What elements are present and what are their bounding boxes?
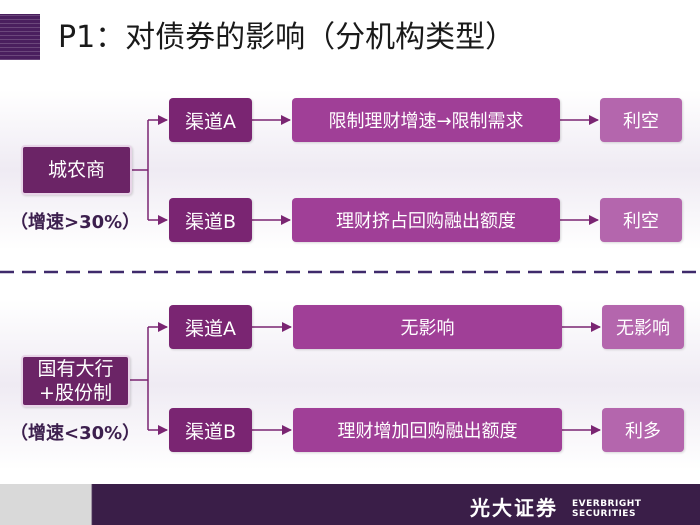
channel-b-box-upper: 渠道B [169,198,252,242]
outcome-label: 利空 [623,211,659,232]
growth-label-upper: （增速>30%） [10,212,141,233]
source-label-line1: 国有大行 [37,358,114,380]
outcome-label: 利空 [623,111,659,132]
footer-bar [0,484,700,525]
footer-brand-en: EVERBRIGHT SECURITIES [572,499,642,519]
mechanism-label: 限制理财增速→限制需求 [328,111,524,132]
growth-label-lower: （增速<30%） [10,423,141,444]
channel-a-box-lower: 渠道A [169,305,252,349]
mechanism-box-upper-b: 理财挤占回购融出额度 [292,198,560,242]
outcome-label: 无影响 [616,318,670,339]
outcome-box-lower-a: 无影响 [602,305,684,349]
source-label-line2: +股份制 [39,382,112,404]
source-box-big-banks: 国有大行 +股份制 [21,355,130,407]
mechanism-box-lower-a: 无影响 [293,305,562,349]
title-accent-bar [0,14,40,60]
outcome-box-upper-b: 利空 [600,198,682,242]
footer-brand-cn: 光大证券 [470,496,558,520]
lower-connectors [130,322,601,435]
mechanism-label: 理财挤占回购融出额度 [336,211,516,232]
outcome-box-lower-b: 利多 [602,408,684,452]
source-label: 城农商 [47,159,105,181]
outcome-box-upper-a: 利空 [600,98,682,142]
mechanism-box-upper-a: 限制理财增速→限制需求 [292,98,560,142]
page-title: P1：对债券的影响（分机构类型） [58,20,516,55]
outcome-label: 利多 [625,421,661,442]
channel-b-box-lower: 渠道B [169,408,252,452]
channel-label: 渠道A [185,110,236,133]
upper-connectors [132,115,599,225]
channel-label: 渠道B [184,420,237,443]
mechanism-label: 理财增加回购融出额度 [337,421,518,442]
source-box-city-rural: 城农商 [21,145,132,195]
channel-a-box-upper: 渠道A [169,98,252,142]
channel-label: 渠道A [185,317,236,340]
mechanism-box-lower-b: 理财增加回购融出额度 [293,408,562,452]
mechanism-label: 无影响 [400,318,455,339]
channel-label: 渠道B [184,210,237,233]
